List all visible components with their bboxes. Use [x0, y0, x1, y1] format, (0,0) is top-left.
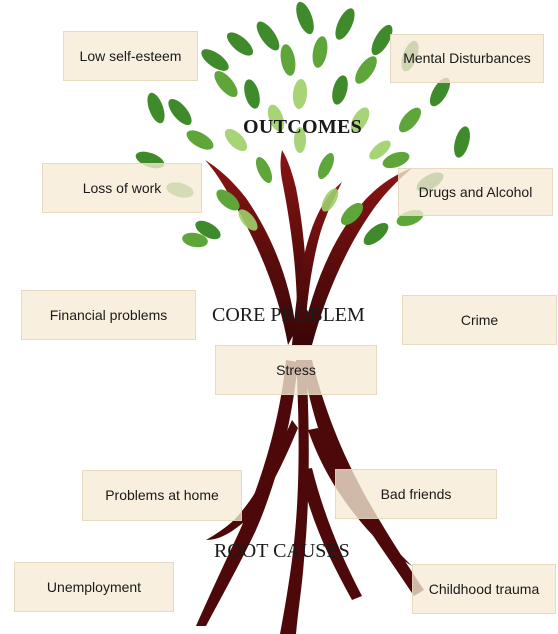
root-cause-problems-at-home: Problems at home: [82, 470, 242, 521]
outcome-loss-of-work: Loss of work: [42, 163, 202, 213]
outcome-mental-disturbances: Mental Disturbances: [390, 34, 544, 83]
outcome-label: Mental Disturbances: [403, 50, 531, 66]
core-problem-label: Stress: [276, 361, 316, 378]
tree-branches: [205, 150, 412, 345]
root-cause-bad-friends: Bad friends: [335, 469, 497, 519]
outcome-crime: Crime: [402, 295, 557, 345]
core-problem-heading: CORE PROBLEM: [212, 304, 365, 326]
root-cause-label: Bad friends: [380, 485, 452, 502]
outcome-drugs-and-alcohol: Drugs and Alcohol: [398, 168, 553, 216]
root-cause-unemployment: Unemployment: [14, 562, 174, 612]
root-cause-label: Problems at home: [105, 487, 219, 503]
outcome-low-self-esteem: Low self-esteem: [63, 31, 198, 81]
outcome-label: Loss of work: [82, 179, 162, 196]
outcome-label: Drugs and Alcohol: [418, 183, 533, 200]
outcome-label: Crime: [460, 311, 499, 328]
outcomes-heading: OUTCOMES: [243, 116, 363, 138]
core-problem-stress: Stress: [215, 345, 377, 395]
root-cause-label: Childhood trauma: [428, 580, 540, 597]
root-cause-childhood-trauma: Childhood trauma: [412, 564, 556, 614]
outcome-label: Low self-esteem: [79, 47, 182, 64]
root-causes-heading: ROOT CAUSES: [214, 540, 350, 562]
outcome-financial-problems: Financial problems: [21, 290, 196, 340]
outcome-label: Financial problems: [49, 306, 168, 323]
root-cause-label: Unemployment: [46, 578, 142, 595]
